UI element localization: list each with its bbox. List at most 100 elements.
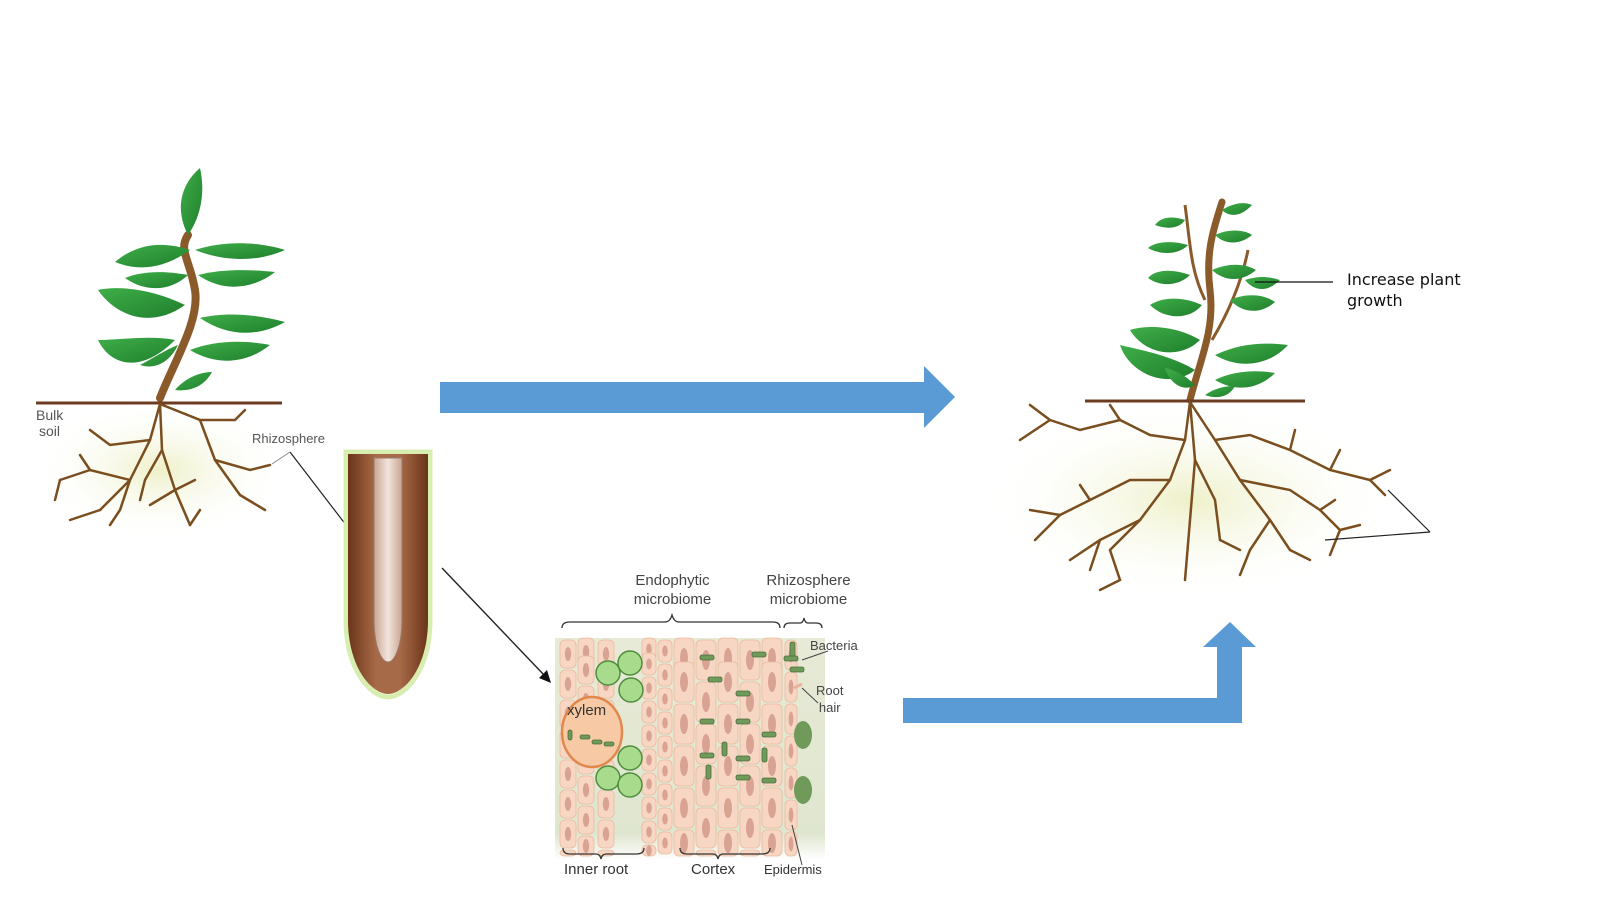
endophytic-label-line2: microbiome [633, 591, 712, 608]
cell-nucleus [646, 802, 652, 814]
cell-nucleus [646, 706, 652, 718]
cell-nucleus [724, 672, 732, 692]
bulk-soil-label-line1: Bulk [36, 407, 64, 423]
epidermis-label: Epidermis [764, 862, 822, 877]
rhizosphere-leader-line [289, 451, 347, 526]
root-hair-label-line2: hair [818, 700, 841, 715]
root-hair-label-line1: Root [816, 683, 844, 698]
leaf [198, 270, 275, 287]
cell-nucleus [788, 775, 794, 791]
leaf [195, 243, 285, 259]
cell-nucleus [662, 741, 668, 753]
cell-nucleus [582, 663, 590, 677]
bacteria-label: Bacteria [810, 638, 858, 653]
leaf [115, 244, 190, 268]
cell-nucleus [746, 818, 754, 838]
cell-nucleus [768, 756, 776, 776]
leaf [200, 314, 285, 333]
roots-leader-line-upper [1387, 489, 1431, 533]
cell-nucleus [702, 776, 710, 796]
cell-nucleus [646, 682, 652, 694]
cell-nucleus [680, 833, 688, 853]
cell-nucleus [646, 658, 652, 670]
bacteria [567, 641, 805, 784]
cell-nucleus [662, 765, 668, 777]
cell-nucleus [768, 798, 776, 818]
cell-nucleus [662, 693, 668, 705]
plant-cell [739, 849, 761, 857]
xylem [560, 695, 624, 769]
cell-nucleus [768, 672, 776, 692]
cell-nucleus [788, 807, 794, 823]
endophytic-microbiome-label: Endophytic microbiome [620, 571, 725, 609]
root-hair-leader [801, 687, 819, 704]
left-plant: Bulk soil Rhizosphere [0, 0, 360, 560]
leaf [140, 345, 178, 367]
cell-nucleus [680, 756, 688, 776]
zoom-arrow-head [539, 670, 551, 683]
branch [1183, 204, 1207, 301]
xylem-label: xylem [567, 702, 606, 719]
bulk-soil-label-line2: soil [39, 423, 61, 439]
cell-nucleus [582, 783, 590, 797]
cell-nucleus [746, 734, 754, 754]
cell-nucleus [662, 813, 668, 825]
endophytic-label-line1: Endophytic [635, 572, 710, 589]
leaves [1120, 203, 1288, 398]
cell-nucleus [602, 827, 610, 841]
rhizosphere-microbiome-label: Rhizosphere microbiome [756, 571, 861, 609]
rhizosphere-leader-line-2 [271, 451, 291, 465]
cell-nucleus [724, 833, 732, 853]
bacteria-leader [801, 650, 829, 661]
bulk-soil-label: Bulk soil [36, 407, 63, 439]
leaf [190, 341, 270, 361]
plant-cell [597, 849, 615, 857]
cell-nucleus [662, 669, 668, 681]
cortex-label: Cortex [691, 861, 736, 878]
cell-nucleus [680, 714, 688, 734]
branch [1210, 249, 1250, 341]
up-elbow-arrow [903, 622, 1256, 723]
right-arrow [440, 366, 955, 428]
inner-root-label: Inner root [564, 861, 629, 878]
rhizosphere-microbiome-line1: Rhizosphere [766, 572, 851, 589]
rhizosphere-label: Rhizosphere [252, 431, 325, 446]
root-hair [793, 682, 803, 690]
cell-nucleus [680, 672, 688, 692]
rhizosphere-brace [783, 617, 823, 629]
cell-nucleus [582, 645, 590, 659]
increase-growth-label: Increase plant growth [1347, 269, 1461, 311]
rhizosphere-microbiome-line2: microbiome [769, 591, 848, 608]
zoom-arrow-line [441, 567, 546, 677]
cell-nucleus [702, 734, 710, 754]
cell-nucleus [564, 797, 572, 811]
increase-growth-line2: growth [1347, 291, 1403, 310]
plant-cell [559, 849, 577, 857]
cell-nucleus [662, 645, 668, 657]
cell-nucleus [788, 836, 794, 852]
bacterial-clusters [794, 721, 812, 804]
cell-nucleus [788, 679, 794, 695]
right-plant: Increase plant growth [980, 180, 1510, 620]
cell-nucleus [788, 711, 794, 727]
cell-nucleus [602, 647, 610, 661]
cell-nucleus [564, 647, 572, 661]
roots [53, 402, 272, 527]
cell-nucleus [602, 797, 610, 811]
cell-nucleus [662, 717, 668, 729]
cell-nucleus [724, 714, 732, 734]
roots-leader-line-lower [1324, 531, 1431, 541]
cell-nucleus [724, 756, 732, 776]
cell-nucleus [746, 776, 754, 796]
cell-nucleus [702, 818, 710, 838]
epidermis-leader [791, 824, 803, 866]
leaf [180, 168, 203, 235]
cell-nucleus [788, 743, 794, 759]
stem [1186, 198, 1226, 404]
cell-nucleus [646, 845, 652, 856]
cell-nucleus [564, 677, 572, 691]
leaf [98, 288, 185, 318]
cell-nucleus [646, 826, 652, 838]
